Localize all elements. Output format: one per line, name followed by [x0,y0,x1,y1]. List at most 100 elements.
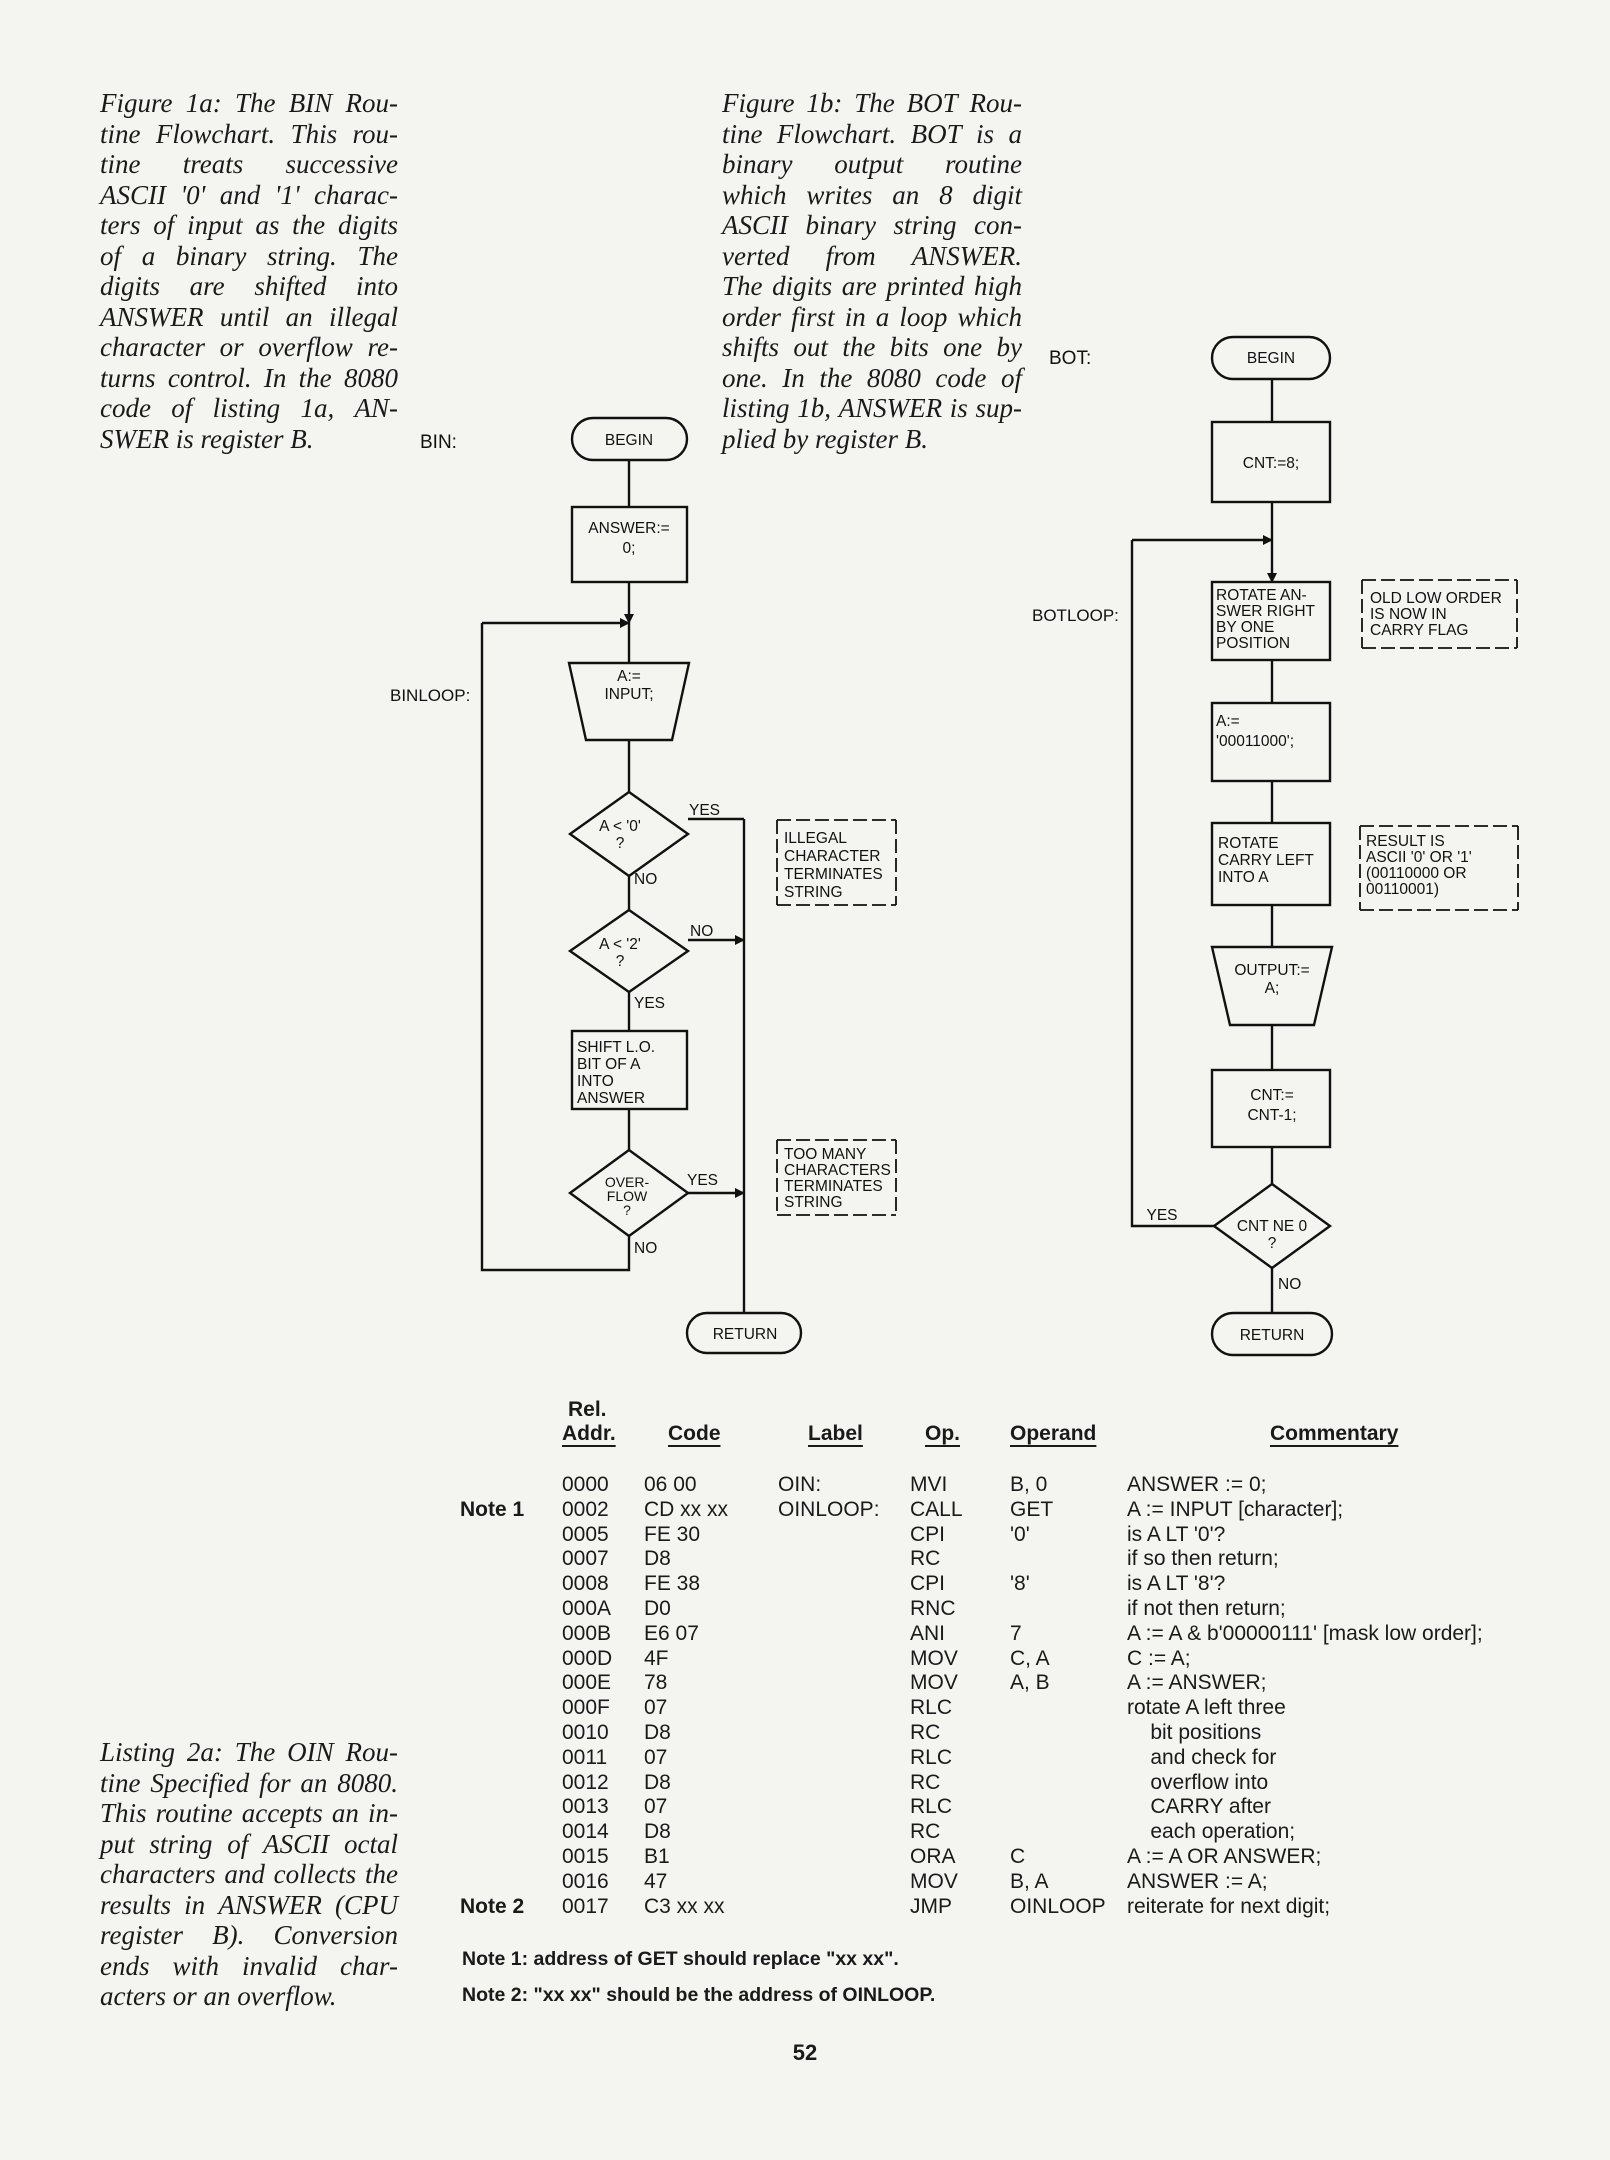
listing-cell-addr: 0008 [562,1572,609,1596]
bot-no-label: NO [1278,1276,1301,1293]
listing-cell-comment: if so then return; [1127,1547,1279,1571]
listing-cell-code: D8 [644,1720,671,1744]
bin-dec1-text: ? [616,835,625,852]
listing-cell-label [778,1572,880,1597]
listing-cell-notes [460,1671,524,1696]
listing-cell-code: CD xx xx [644,1497,728,1521]
listing-cell-operand [1010,1721,1106,1746]
bin-no-label: NO [634,871,657,888]
listing-cell-label [778,1696,880,1721]
bin-return-terminal [685,1311,803,1355]
bin-yes-label: YES [689,802,720,819]
listing-cell-operand: GET [1010,1497,1054,1521]
listing-cell-notes [460,1547,524,1572]
header-commentary: Commentary [1270,1422,1399,1445]
listing-cell-notes: Note 1 [460,1497,525,1521]
listing-cell-notes [460,1746,524,1771]
listing-cell-label [778,1820,880,1845]
listing-cell-notes [460,1870,524,1895]
listing-cell-operand: '8' [1010,1572,1030,1596]
listing-cell-comment: reiterate for next digit; [1127,1894,1331,1918]
listing-cell-addr: 000A [562,1596,612,1620]
bot-note-result-text: (00110000 OR [1366,865,1467,882]
listing-cell-operand [1010,1746,1106,1771]
listing-cell-notes [460,1597,524,1622]
bot-entry-label: BOT: [1049,348,1091,369]
bot-note-old-low [1361,579,1518,649]
listing-cell-code: D8 [644,1547,671,1571]
listing-cell-addr: 0007 [562,1547,609,1571]
bot-cond-text: ? [1268,1235,1277,1252]
listing-cell-label: OIN: [778,1473,822,1496]
bot-cnt-init-text: CNT:=8; [1243,455,1299,472]
listing-cell-comment: rotate A left three [1127,1696,1286,1720]
listing-cell-addr: 0015 [562,1844,609,1868]
caption-line: SWER is register B. [100,423,314,454]
listing-cell-comment: overflow into [1127,1770,1269,1794]
bin-entry-label: BIN: [420,432,457,453]
bin-note-illegal-text: ILLEGAL [784,830,847,847]
listing-cell-code: C3 xx xx [644,1894,725,1918]
header-label: Label [808,1422,863,1445]
bin-note-illegal-text: CHARACTER [784,848,880,865]
listing-cell-code: 07 [644,1745,668,1769]
page-number: 52 [792,2040,818,2065]
bin-note-illegal [776,819,897,906]
listing-cell-notes [460,1721,524,1746]
listing-cell-addr: 0011 [562,1745,608,1769]
bin-dec1-text: A < '0' [599,818,641,835]
listing-cell-addr: 0012 [562,1770,609,1794]
bot-rotate-left-text: CARRY LEFT [1218,852,1314,869]
listing-cell-op: RLC [910,1745,953,1769]
bin-shift-text: ANSWER [577,1090,645,1107]
bin-shift-text: SHIFT L.O. [577,1039,655,1056]
listing-cell-operand [1010,1771,1106,1796]
bot-rotate-left-text: INTO A [1218,869,1269,886]
header-op: Op. [925,1422,960,1445]
listing-cell-operand [1010,1547,1106,1572]
listing-cell-op: RC [910,1770,941,1794]
bot-note-old-low-text: OLD LOW ORDER [1370,590,1502,607]
bin-input-text: INPUT; [604,686,653,703]
bot-rotate-right-text: SWER RIGHT [1216,603,1316,620]
listing-cell-op: RLC [910,1696,953,1720]
bot-yes-label: YES [1146,1207,1177,1224]
listing-cell-comment: is A LT '8'? [1127,1572,1226,1596]
header-code: Code [668,1422,721,1445]
listing-cell-code: D0 [644,1596,671,1620]
listing-cell-op: ORA [910,1844,956,1868]
bin-no-label: NO [690,923,713,940]
listing-cell-comment: A := A OR ANSWER; [1127,1844,1322,1868]
listing-cell-operand [1010,1597,1106,1622]
listing-cell-addr: 0010 [562,1720,609,1744]
listing-cell-op: MVI [910,1473,948,1496]
bot-note-old-low-text: IS NOW IN [1370,606,1447,623]
bot-output-text: OUTPUT:= [1234,962,1309,979]
listing-cell-comment: A := INPUT [character]; [1127,1497,1344,1521]
bot-dec-text: CNT-1; [1247,1107,1296,1124]
botloop-label: BOTLOOP: [1032,606,1119,625]
listing-cell-notes: Note 2 [460,1894,525,1918]
caption-line: acters or an overflow. [100,1981,337,2011]
listing-cell-operand: 7 [1010,1621,1022,1645]
listing-cell-label [778,1671,880,1696]
listing-cell-op: MOV [910,1671,958,1695]
